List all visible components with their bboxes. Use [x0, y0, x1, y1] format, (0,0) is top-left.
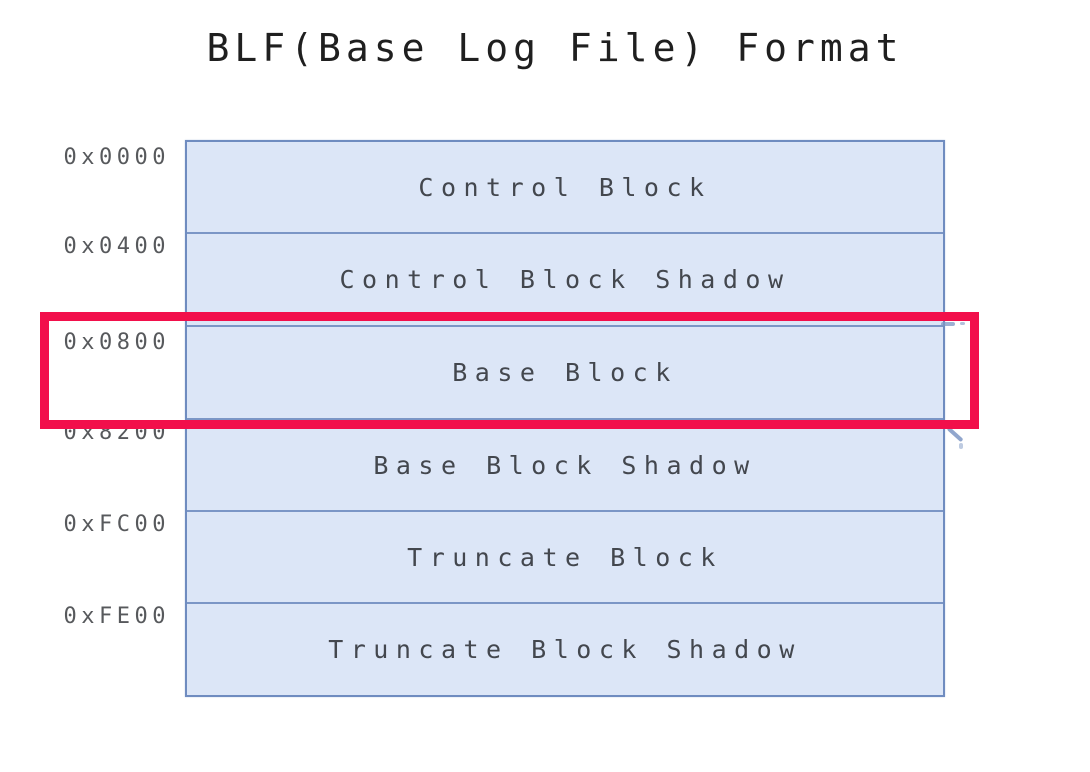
block-row-control-block: Control Block	[187, 142, 943, 232]
block-stack: Control Block Control Block Shadow Base …	[185, 140, 945, 697]
address-label-control-block-shadow: 0x0400	[63, 234, 170, 259]
highlight-box-base-block	[40, 312, 979, 429]
block-row-control-block-shadow: Control Block Shadow	[187, 232, 943, 325]
address-label-truncate-block-shadow: 0xFE00	[63, 604, 170, 629]
diagram-title: BLF(Base Log File) Format	[206, 26, 904, 70]
block-row-truncate-block: Truncate Block	[187, 510, 943, 602]
address-label-truncate-block: 0xFC00	[63, 512, 170, 537]
stray-mark	[960, 322, 965, 325]
block-row-base-block: Base Block	[187, 325, 943, 418]
block-row-label: Truncate Block Shadow	[328, 635, 802, 664]
block-row-label: Base Block Shadow	[373, 450, 757, 480]
block-row-truncate-block-shadow: Truncate Block Shadow	[187, 602, 943, 695]
block-row-base-block-shadow: Base Block Shadow	[187, 418, 943, 510]
block-row-label: Base Block	[452, 358, 678, 387]
stray-mark	[941, 322, 955, 326]
block-row-label: Truncate Block	[407, 542, 723, 572]
stray-mark	[959, 443, 963, 449]
address-label-control-block: 0x0000	[63, 145, 170, 170]
block-row-label: Control Block	[418, 172, 712, 202]
block-row-label: Control Block Shadow	[339, 265, 791, 294]
address-label-base-block: 0x0800	[63, 330, 170, 355]
